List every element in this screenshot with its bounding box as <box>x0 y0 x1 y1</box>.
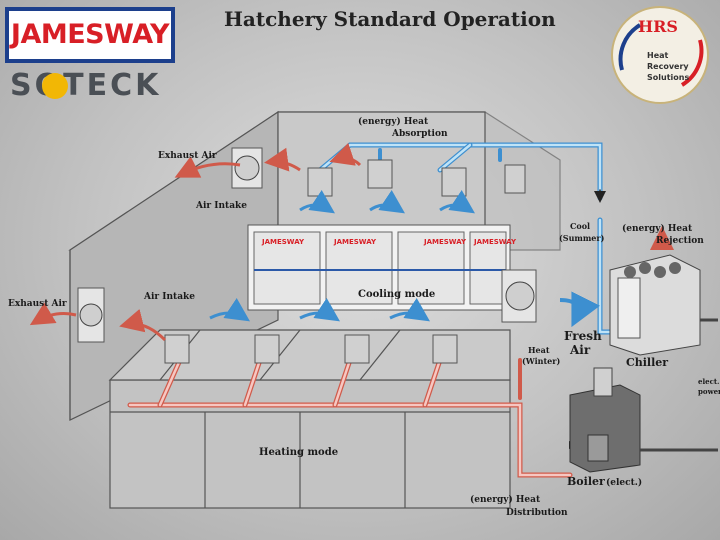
label-exhaust-air-top: Exhaust Air <box>158 151 217 161</box>
label-fresh-air-2: Air <box>569 343 591 357</box>
label-heat-rejection-2: Rejection <box>656 236 704 246</box>
label-heat-absorption-2: Absorption <box>391 129 448 139</box>
label-boiler: Boiler <box>567 475 605 488</box>
fresh-air-fan <box>502 270 536 322</box>
label-exhaust-air-left: Exhaust Air <box>8 299 67 309</box>
hrs-line2: Recovery <box>647 62 689 71</box>
label-cool-1: Cool <box>570 221 590 231</box>
label-heat-winter-2: (Winter) <box>522 356 560 366</box>
page-title: Hatchery Standard Operation <box>224 7 556 31</box>
hrs-logo: HRS Heat Recovery Solutions <box>612 7 708 103</box>
exhaust-fan-top <box>232 148 262 188</box>
cabinet-brand-1: JAMESWAY <box>261 238 305 246</box>
label-fresh-air-1: Fresh <box>564 329 602 343</box>
label-elect-power-2: power <box>698 387 720 396</box>
hrs-letters: HRS <box>638 17 678 36</box>
label-chiller: Chiller <box>626 356 668 369</box>
chiller <box>610 255 718 355</box>
label-elect-power-1: elect. <box>698 377 720 386</box>
hrs-line1: Heat <box>647 51 669 60</box>
cabinet-brand-3: JAMESWAY <box>423 238 467 246</box>
label-boiler-elect: (elect.) <box>606 477 642 488</box>
label-air-intake-mid: Air Intake <box>143 292 195 302</box>
label-heat-distribution-1: (energy) Heat <box>470 494 541 505</box>
label-heat-absorption-1: (energy) Heat <box>358 116 429 127</box>
label-heating-mode: Heating mode <box>259 447 338 458</box>
label-cool-2: (Summer) <box>559 233 605 243</box>
boiler <box>570 368 718 472</box>
cabinet-brand-2: JAMESWAY <box>333 238 377 246</box>
cabinet-brand-4: JAMESWAY <box>473 238 517 246</box>
label-air-intake-top: Air Intake <box>195 201 247 211</box>
label-heat-distribution-2: Distribution <box>506 508 568 518</box>
label-heat-winter-1: Heat <box>528 345 550 355</box>
exhaust-fan-left <box>78 288 104 342</box>
hrs-line3: Solutions <box>647 73 689 82</box>
label-heat-rejection-1: (energy) Heat <box>622 223 693 234</box>
label-cooling-mode: Cooling mode <box>358 289 435 300</box>
